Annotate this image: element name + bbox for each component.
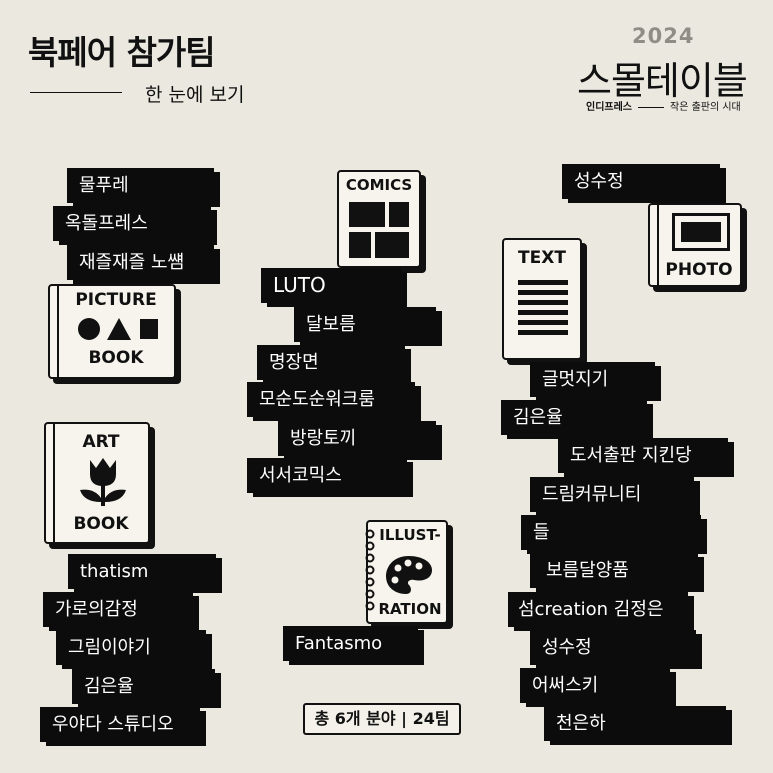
team-tag: 섬creation 김정은	[508, 592, 688, 627]
team-tag: 재즐재즐 노썜	[67, 245, 214, 280]
team-tag: thatism	[68, 554, 216, 589]
picture-book-card: PICTURE BOOK	[48, 284, 176, 379]
brand-tagline: 작은 출판의 시대	[670, 102, 741, 113]
page-title: 북페어 참가팀	[28, 33, 216, 72]
photo-card: PHOTO	[648, 203, 742, 287]
team-tag: 그림이야기	[56, 630, 206, 665]
brand-divider	[638, 106, 664, 108]
team-tag: 모순도순워크룸	[247, 382, 415, 417]
comics-label: COMICS	[345, 176, 413, 194]
brand-name: 스몰테이블	[577, 59, 748, 103]
team-tag: 김은율	[72, 669, 215, 704]
team-tag: 보름달양품	[530, 553, 698, 588]
text-lines-icon	[518, 280, 568, 335]
brand-year: 2024	[632, 24, 695, 48]
team-tag: 드림커뮤니티	[530, 477, 694, 512]
team-tag: 들	[521, 515, 701, 550]
team-tag: 서서코믹스	[247, 458, 407, 493]
team-tag: 우야다 스튜디오	[40, 707, 200, 742]
team-tag: 어써스키	[520, 668, 670, 703]
book-spine	[50, 286, 59, 377]
text-card: TEXT	[502, 238, 582, 360]
team-tag: Fantasmo	[283, 626, 418, 661]
comic-panels-icon	[349, 202, 409, 258]
page-subtitle: 한 눈에 보기	[145, 84, 245, 106]
illustration-label-top: ILLUST-	[379, 526, 441, 544]
brand-org: 인디프레스	[586, 102, 632, 113]
book-spine	[46, 424, 55, 542]
photo-label: PHOTO	[665, 260, 733, 280]
team-tag: 달보름	[294, 307, 436, 342]
brand-subline: 인디프레스 작은 출판의 시대	[586, 98, 741, 113]
tulip-icon	[80, 458, 126, 506]
comics-card: COMICS	[337, 170, 421, 268]
palette-icon	[386, 556, 432, 594]
team-tag: 명장면	[257, 345, 405, 380]
team-tag: 성수정	[530, 630, 696, 665]
art-book-label-bottom: BOOK	[73, 514, 129, 534]
art-book-card: ART BOOK	[44, 422, 150, 544]
team-tag: 가로의감정	[43, 592, 193, 627]
art-book-label-top: ART	[82, 432, 120, 452]
team-tag: 도서출판 지킨당	[558, 438, 728, 473]
team-tag: 옥돌프레스	[53, 206, 211, 241]
text-label: TEXT	[518, 248, 566, 268]
photo-frame-icon	[672, 213, 730, 251]
circle-triangle-square-icon	[78, 318, 158, 340]
team-tag: LUTO	[261, 268, 401, 303]
illustration-label-bottom: RATION	[378, 600, 442, 618]
spiral-binding	[365, 529, 375, 611]
team-tag: 천은하	[544, 706, 726, 741]
picture-book-label-bottom: BOOK	[88, 348, 144, 368]
subtitle-divider	[30, 92, 122, 93]
book-spine	[650, 205, 659, 285]
picture-book-label-top: PICTURE	[75, 290, 157, 310]
summary-box: 총 6개 분야 | 24팀	[303, 703, 461, 735]
team-tag: 물푸레	[67, 168, 214, 203]
team-tag: 성수정	[562, 164, 720, 199]
team-tag: 방랑토끼	[278, 421, 436, 456]
team-tag: 글멋지기	[530, 362, 655, 397]
team-tag: 김은율	[501, 400, 647, 435]
illustration-card: ILLUST- RATION	[365, 520, 448, 624]
